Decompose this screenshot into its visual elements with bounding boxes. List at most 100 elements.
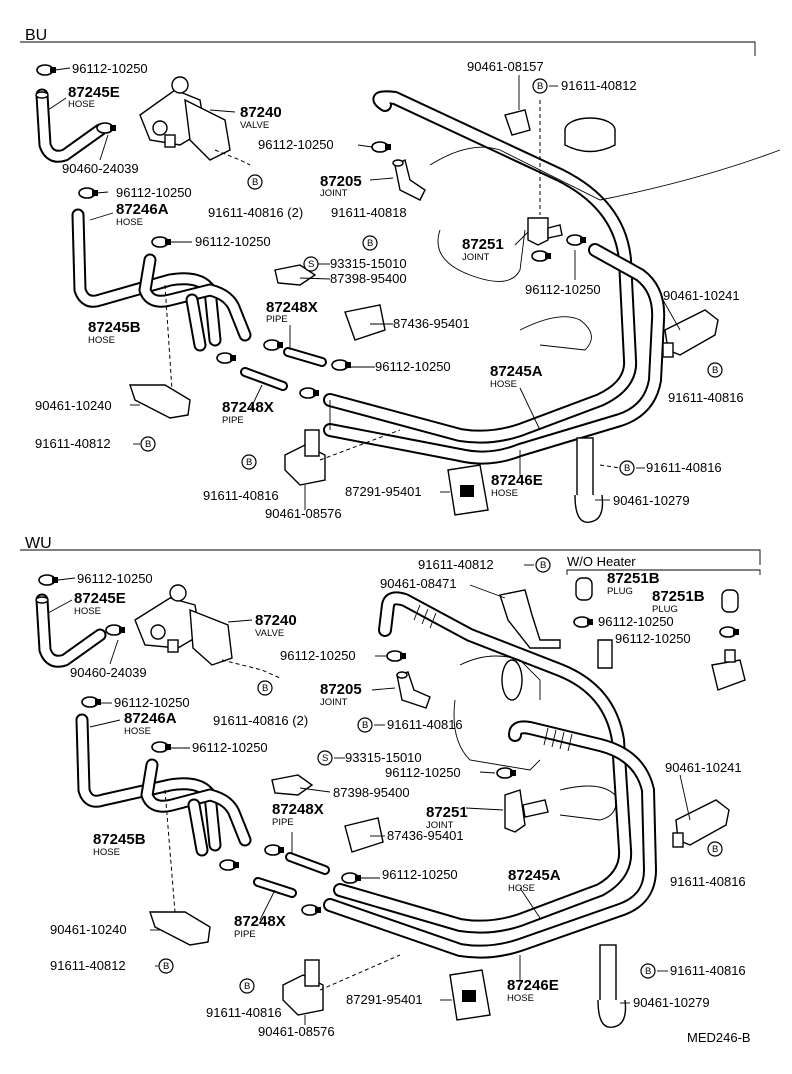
wu-label-87245A: 87245A — [508, 867, 561, 884]
bu-leader-lines — [47, 67, 681, 510]
bu-clamp-90461-08576 — [284, 429, 326, 486]
wu-clip-icon-i — [341, 872, 362, 884]
bu-label-96112-d: 96112-10250 — [195, 234, 271, 249]
wu-wo-heater-inset: W/O Heater — [566, 554, 761, 691]
svg-text:S: S — [322, 753, 328, 764]
bu-label-87248X-b-sub: PIPE — [222, 415, 244, 426]
bu-label-40816-rr: 91611-40816 — [646, 460, 722, 475]
bu-clip-icon-c — [78, 187, 99, 199]
wu-label-87251B-b: 87251B — [652, 588, 705, 605]
wu-engine-outline — [453, 655, 617, 821]
wu-label-87240-sub: VALVE — [255, 628, 284, 639]
wu-label-87246E: 87246E — [507, 977, 559, 994]
wu-label-90460: 90460-24039 — [70, 665, 147, 680]
bu-frame-line — [20, 41, 756, 56]
wu-label-87245A-sub: HOSE — [508, 883, 535, 894]
bu-clip-icon-a — [36, 64, 57, 76]
wu-hose-87246A-87245B — [75, 713, 252, 857]
wu-label-96112-c: 96112-10250 — [280, 648, 356, 663]
bu-leader-10240 — [164, 284, 173, 391]
wu-label-90461-10240: 90461-10240 — [50, 922, 127, 937]
wu-label-87251B-b-sub: PLUG — [652, 604, 678, 615]
wu-section-title: WU — [25, 535, 52, 552]
wu-label-40816-2: 91611-40816 (2) — [213, 713, 308, 728]
bu-label-87240-sub: VALVE — [240, 120, 269, 131]
bu-clip-icon-e — [151, 236, 172, 248]
bu-label-40816-2: 91611-40816 (2) — [208, 205, 303, 220]
wu-label-87251-sub: JOINT — [426, 820, 454, 831]
bu-label-87251: 87251 — [462, 236, 504, 253]
bu-section: BU — [20, 27, 781, 523]
bu-clamp-90461-10279 — [574, 437, 604, 523]
bu-label-87245E-sub: HOSE — [68, 99, 95, 110]
wu-label-87248X-b: 87248X — [234, 913, 286, 930]
bu-label-90461-10240: 90461-10240 — [35, 398, 112, 413]
bu-clamp-90461-10241 — [662, 309, 719, 358]
svg-text:B: B — [163, 961, 169, 972]
bu-bolt-letters: B B B B B B B S — [145, 81, 718, 474]
bu-label-90461-10241: 90461-10241 — [663, 288, 740, 303]
wu-clip-icon-f — [496, 767, 517, 779]
svg-text:B: B — [244, 981, 250, 992]
bu-engine-outline — [429, 117, 781, 351]
bu-label-40812-l: 91611-40812 — [35, 436, 111, 451]
bu-clip-icon-h — [331, 359, 352, 371]
bu-joint-87205 — [392, 158, 426, 201]
wu-label-87248X-b-sub: PIPE — [234, 929, 256, 940]
bu-bracket-87398-87436 — [274, 264, 386, 341]
wu-label-87245E-sub: HOSE — [74, 606, 101, 617]
wu-clip-icon-a — [38, 574, 59, 586]
wu-wo-heater-title: W/O Heater — [567, 554, 636, 569]
svg-text:B: B — [145, 439, 151, 450]
bu-label-87398: 87398-95400 — [330, 271, 407, 286]
bu-label-87291: 87291-95401 — [345, 484, 422, 499]
wu-clamp-90461-08576 — [282, 959, 324, 1016]
bu-label-93315: 93315-15010 — [330, 256, 407, 271]
wu-label-87205-sub: JOINT — [320, 697, 348, 708]
wu-leader-08576 — [319, 954, 401, 991]
wu-label-40816-b: 91611-40816 — [206, 1005, 282, 1020]
bu-leader-08576 — [319, 429, 401, 461]
svg-text:B: B — [712, 844, 718, 855]
bu-label-96112-f: 96112-10250 — [375, 359, 451, 374]
bu-main-pipe — [323, 90, 666, 465]
bu-label-87245B: 87245B — [88, 319, 141, 336]
wu-plug-icon-a — [575, 577, 593, 601]
wu-clip-icon-c — [81, 696, 102, 708]
bu-label-90461-10279: 90461-10279 — [613, 493, 690, 508]
wu-label-87251B-a: 87251B — [607, 570, 660, 587]
bu-label-87251-sub: JOINT — [462, 252, 490, 263]
bu-joint-87251 — [527, 217, 587, 262]
bu-label-40816-b: 91611-40816 — [203, 488, 279, 503]
bu-clip-icon-i — [299, 387, 320, 399]
wu-label-40816-m: 91611-40816 — [387, 717, 463, 732]
wu-hose-87245E — [35, 593, 107, 668]
bu-label-90461-08157: 90461-08157 — [467, 59, 544, 74]
svg-text:B: B — [624, 463, 630, 474]
bu-leader-10279 — [599, 464, 621, 469]
figure-code: MED246-B — [687, 1030, 751, 1045]
wu-screw-icon — [317, 750, 333, 766]
bu-section-title: BU — [25, 27, 47, 44]
wu-label-96112-a: 96112-10250 — [77, 571, 153, 586]
wu-pipe-rings — [413, 604, 573, 752]
wu-label-96112-e: 96112-10250 — [385, 765, 461, 780]
bu-label-87248X-a-sub: PIPE — [266, 314, 288, 325]
wu-clip-icon-d — [386, 650, 407, 662]
wu-clip-icon-e — [151, 741, 172, 753]
bu-label-96112-c: 96112-10250 — [258, 137, 334, 152]
wu-main-pipe — [323, 591, 657, 959]
svg-text:B: B — [537, 81, 543, 92]
bu-label-96112-e: 96112-10250 — [525, 282, 601, 297]
wu-label-96112-h1: 96112-10250 — [598, 614, 674, 629]
bu-clamp-90461-10240 — [129, 384, 191, 419]
wu-labels: 96112-10250 87245E HOSE 87240 VALVE 9046… — [50, 557, 746, 1039]
wu-label-96112-d: 96112-10250 — [192, 740, 268, 755]
bu-clip-icon-d — [371, 141, 392, 153]
bu-label-87246E: 87246E — [491, 472, 543, 489]
bu-label-87246A: 87246A — [116, 201, 169, 218]
bu-pipes-87248X — [240, 347, 327, 391]
wu-clip-icon-h — [264, 844, 285, 856]
svg-text:B: B — [540, 560, 546, 571]
